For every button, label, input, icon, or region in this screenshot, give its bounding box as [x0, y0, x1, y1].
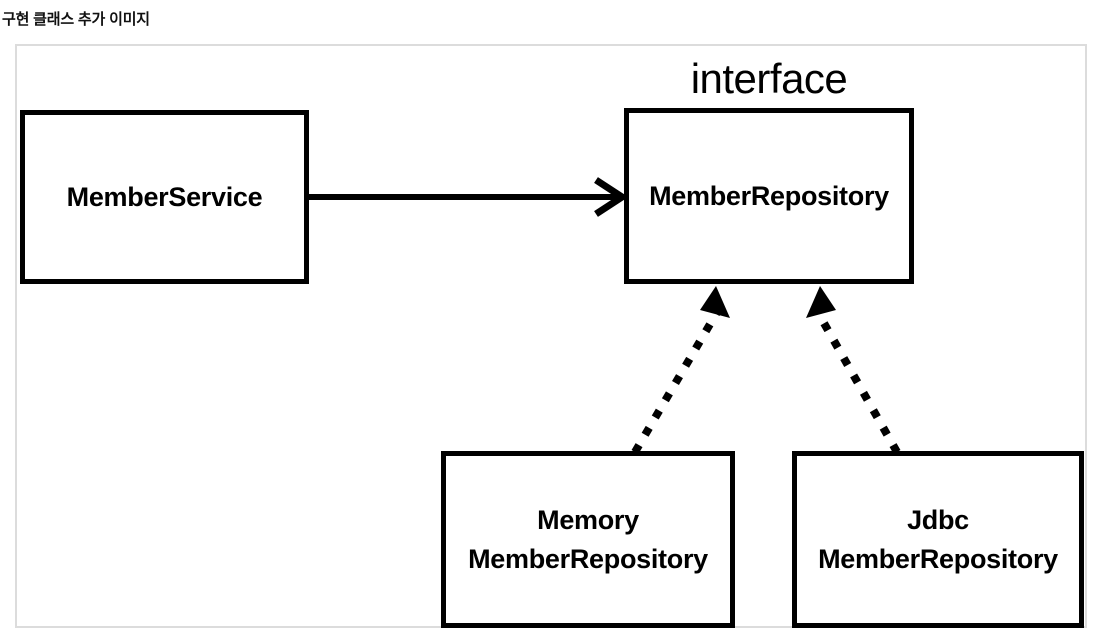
interface-stereotype-label: interface [690, 55, 848, 102]
class-box-member-service[interactable]: MemberService [20, 110, 309, 284]
class-box-member-service-label: MemberService [66, 181, 263, 212]
page-title: 구현 클래스 추가 이미지 [2, 11, 150, 28]
class-box-memory-member-repository-label: Memory MemberRepository [468, 504, 708, 574]
class-box-jdbc-member-repository-label: Jdbc MemberRepository [818, 504, 1058, 574]
class-box-member-repository-label: MemberRepository [649, 180, 889, 211]
class-box-jdbc-member-repository[interactable]: Jdbc MemberRepository [792, 451, 1084, 628]
class-box-memory-member-repository[interactable]: Memory MemberRepository [441, 451, 735, 628]
class-box-member-repository[interactable]: MemberRepository [624, 108, 914, 284]
